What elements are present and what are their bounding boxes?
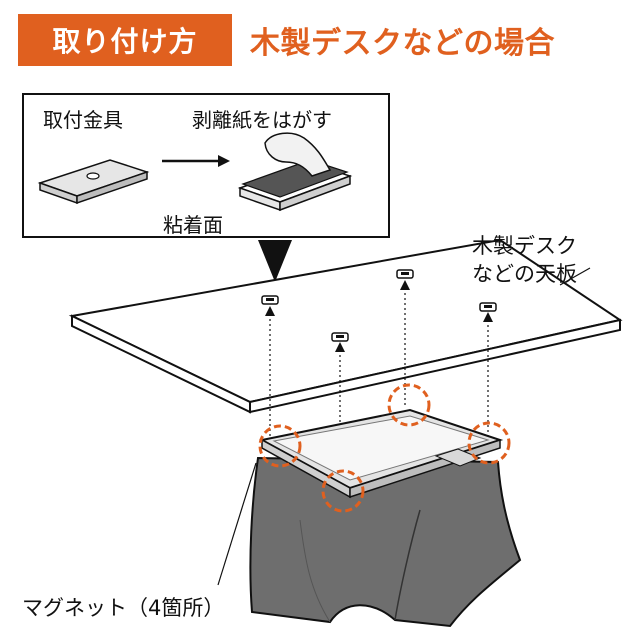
adhesive-label: 粘着面 bbox=[163, 213, 223, 237]
peel-label: 剥離紙をはがす bbox=[192, 108, 332, 132]
fabric-box bbox=[249, 408, 522, 628]
callout-pointer bbox=[258, 240, 292, 282]
desk-top-label-line2: などの天板 bbox=[472, 262, 577, 286]
desk-label-leader bbox=[559, 267, 591, 286]
magnet-note: マグネット（4箇所） bbox=[22, 596, 225, 620]
header-title: 木製デスクなどの場合 bbox=[250, 26, 555, 61]
bracket-slot-icon bbox=[261, 295, 279, 305]
bracket-slot-icon bbox=[396, 269, 414, 279]
magnet-marker-icon bbox=[467, 421, 511, 465]
header-badge: 取り付け方 bbox=[18, 14, 232, 66]
magnet-marker-icon bbox=[321, 469, 365, 513]
desk-brackets bbox=[261, 269, 497, 342]
adhesive-bracket-icon bbox=[237, 132, 353, 212]
magnet-marker-icon bbox=[387, 383, 431, 427]
magnet-label-leader bbox=[217, 462, 257, 586]
desk-top-label-line1: 木製デスク bbox=[472, 234, 577, 258]
process-arrow-icon bbox=[162, 155, 230, 167]
magnet-markers bbox=[258, 383, 511, 513]
magnet-marker-icon bbox=[258, 424, 302, 468]
bracket-label: 取付金具 bbox=[43, 108, 123, 132]
bracket-slot-icon bbox=[331, 332, 349, 342]
bracket-slot-icon bbox=[479, 302, 497, 312]
mounting-bracket-icon bbox=[37, 159, 150, 205]
desk-top bbox=[68, 238, 623, 414]
